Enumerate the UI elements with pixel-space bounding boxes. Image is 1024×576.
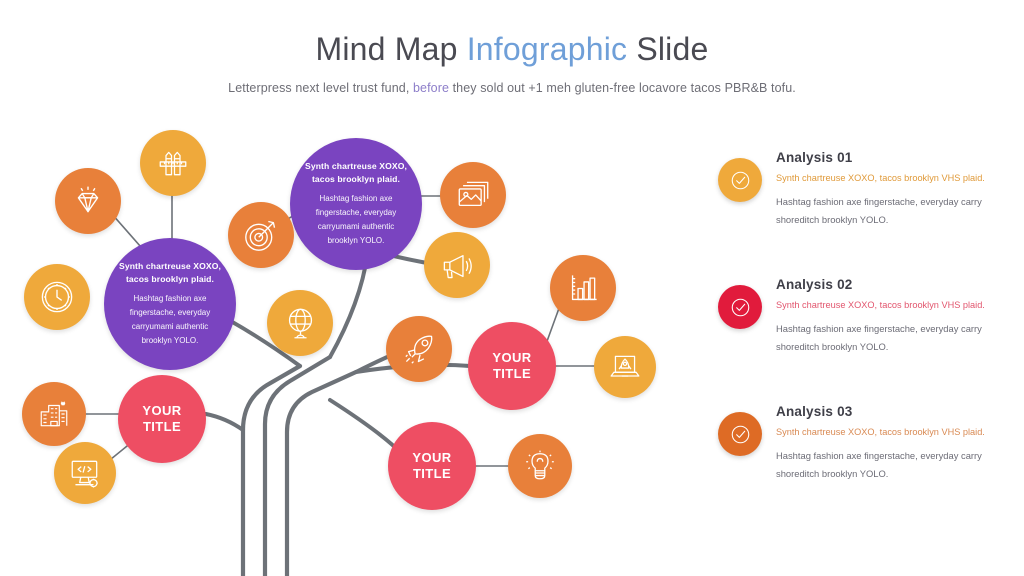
page-subtitle-accent: before (412, 81, 450, 96)
mindmap-text-node-top-body: Hashtag fashion axe fingerstache, everyd… (315, 194, 397, 246)
analysis-item-01[interactable]: Analysis 01 Synth chartreuse XOXO, tacos… (718, 150, 1018, 245)
mindmap-icon-node-building[interactable] (22, 382, 86, 446)
analysis-text-02: Analysis 02 Synth chartreuse XOXO, tacos… (776, 277, 1018, 356)
analysis-lead-03: Synth chartreuse XOXO, tacos brooklyn VH… (776, 427, 985, 437)
analysis-lead-01: Synth chartreuse XOXO, tacos brooklyn VH… (776, 173, 985, 183)
mindmap-icon-node-launch[interactable] (594, 336, 656, 398)
page-title-part2: Slide (627, 31, 709, 67)
mindmap-icon-node-tools[interactable] (140, 130, 206, 196)
mindmap-text-node-top[interactable]: Synth chartreuse XOXO, tacos brooklyn pl… (290, 138, 422, 270)
mindmap-icon-node-globe[interactable] (267, 290, 333, 356)
analysis-title-02: Analysis 02 (776, 277, 853, 292)
globe-icon (288, 308, 312, 338)
page-subtitle: Letterpress next level trust fund, befor… (0, 81, 1024, 95)
analysis-lead-02: Synth chartreuse XOXO, tacos brooklyn VH… (776, 300, 985, 310)
analysis-title-01: Analysis 01 (776, 150, 853, 165)
analysis-list: Analysis 01 Synth chartreuse XOXO, tacos… (718, 150, 1018, 499)
mindmap-text-node-left-body: Hashtag fashion axe fingerstache, everyd… (129, 294, 211, 346)
mindmap-text-node-left-head: Synth chartreuse XOXO, tacos brooklyn pl… (118, 260, 221, 284)
mindmap-title-node-bottom-right[interactable]: YOUR TITLE (388, 422, 476, 510)
analysis-badge-02[interactable] (718, 285, 762, 329)
analysis-item-03[interactable]: Analysis 03 Synth chartreuse XOXO, tacos… (718, 404, 1018, 499)
target-icon (245, 220, 276, 251)
mindmap-icon-node-diamond[interactable] (55, 168, 121, 234)
mindmap-icon-node-code[interactable] (54, 442, 116, 504)
page-subtitle-part1: Letterpress next level trust fund, (228, 81, 413, 96)
lightbulb-icon (526, 450, 554, 480)
mindmap-title-node-bottom-right-line1: YOUR (412, 449, 452, 465)
diamond-icon (77, 186, 99, 213)
mindmap-icon-node-megaphone[interactable] (424, 232, 490, 298)
mindmap-icon-node-target[interactable] (228, 202, 294, 268)
analysis-badge-01[interactable] (718, 158, 762, 202)
image-icon (458, 181, 488, 206)
mindmap-title-node-right-line1: YOUR (492, 349, 532, 365)
mindmap-text-node-left[interactable]: Synth chartreuse XOXO, tacos brooklyn pl… (104, 238, 236, 370)
analysis-badge-03[interactable] (718, 412, 762, 456)
page-subtitle-part2: they sold out +1 meh gluten-free locavor… (449, 81, 796, 96)
mindmap-icon-node-bulb[interactable] (508, 434, 572, 498)
analysis-title-03: Analysis 03 (776, 404, 853, 419)
building-icon (40, 401, 68, 427)
analysis-body-03: Hashtag fashion axe fingerstache, everyd… (776, 449, 982, 480)
check-circle-icon (731, 425, 749, 443)
check-circle-icon (731, 171, 749, 189)
page-title-part1: Mind Map (315, 31, 467, 67)
mindmap-title-node-left-line2: TITLE (142, 419, 182, 434)
slide-header: Mind Map Infographic Slide Letterpress n… (0, 31, 1024, 95)
analysis-body-01: Hashtag fashion axe fingerstache, everyd… (776, 195, 982, 226)
mindmap-icon-node-clock[interactable] (24, 264, 90, 330)
analysis-body-02: Hashtag fashion axe fingerstache, everyd… (776, 322, 982, 353)
mindmap-icon-node-chart[interactable] (550, 255, 616, 321)
mindmap-title-node-right[interactable]: YOUR TITLE (468, 322, 556, 410)
mindmap-text-node-top-head: Synth chartreuse XOXO, tacos brooklyn pl… (304, 160, 407, 184)
rocket-icon (404, 335, 432, 364)
mindmap-icon-node-rocket[interactable] (386, 316, 452, 382)
mindmap-icon-node-gallery[interactable] (440, 162, 506, 228)
analysis-text-01: Analysis 01 Synth chartreuse XOXO, tacos… (776, 150, 1018, 229)
mindmap-title-node-left[interactable]: YOUR TITLE (118, 375, 206, 463)
megaphone-icon (443, 254, 472, 278)
mindmap-title-node-bottom-right-line2: TITLE (412, 466, 452, 481)
laptop-rocket-icon (610, 355, 640, 377)
bar-chart-icon (571, 274, 597, 300)
mindmap-title-node-left-line1: YOUR (142, 402, 182, 418)
page-title: Mind Map Infographic Slide (0, 31, 1024, 67)
pencil-ruler-icon (159, 151, 187, 176)
analysis-item-02[interactable]: Analysis 02 Synth chartreuse XOXO, tacos… (718, 277, 1018, 372)
page-title-accent: Infographic (466, 31, 628, 67)
analysis-text-03: Analysis 03 Synth chartreuse XOXO, tacos… (776, 404, 1018, 483)
check-circle-icon (731, 298, 749, 316)
clock-icon (41, 281, 73, 313)
mindmap-title-node-right-line2: TITLE (492, 366, 532, 381)
code-monitor-icon (71, 460, 98, 488)
